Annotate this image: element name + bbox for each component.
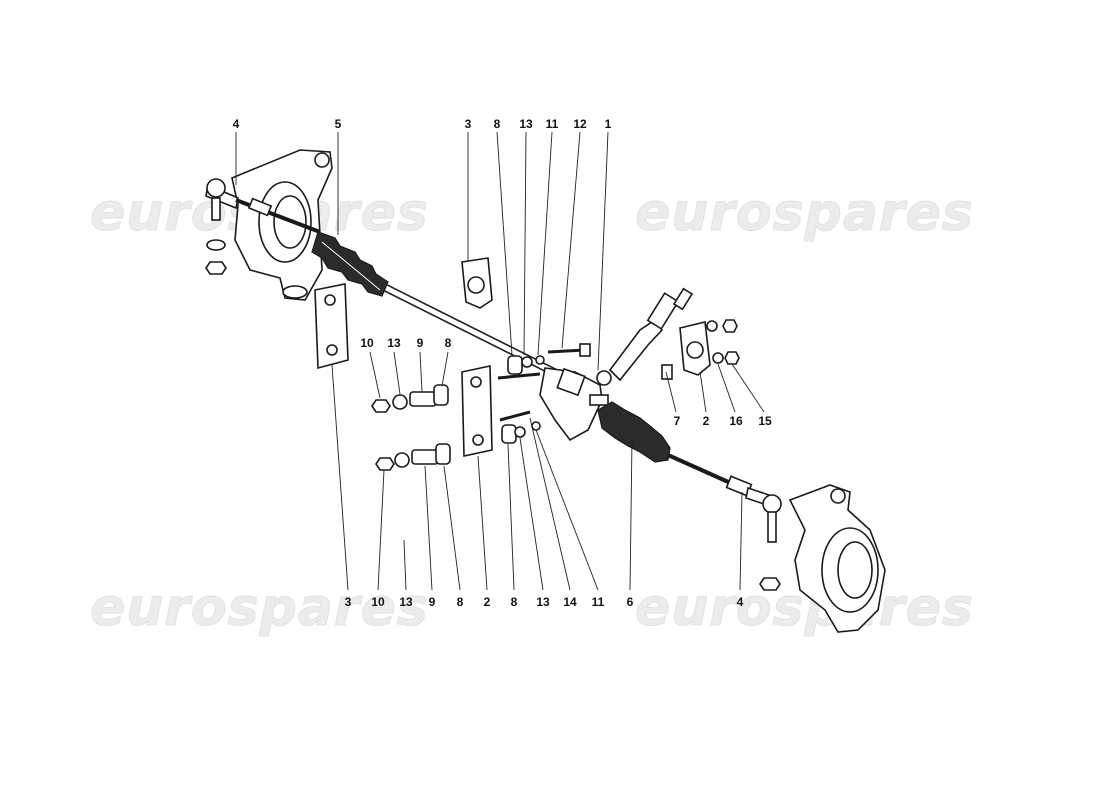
callout-label: 2 [484, 595, 491, 609]
callout-label: 6 [627, 595, 634, 609]
right-clamp-half [679, 321, 711, 376]
callout-label: 10 [371, 595, 385, 609]
watermark-bottom-left: eurospares [90, 578, 429, 638]
left-upper-fastener-stack [371, 384, 449, 413]
watermarks: eurospares eurospares eurospares eurospa… [90, 183, 974, 639]
callout-label: 9 [429, 595, 436, 609]
callout-label: 16 [729, 414, 743, 428]
callout-label: 2 [703, 414, 710, 428]
callout-label: 7 [674, 414, 681, 428]
center-lower-fastener-stack [499, 410, 541, 444]
callout-label: 9 [417, 336, 424, 350]
callout-label: 13 [536, 595, 550, 609]
right-boot-bellows [597, 401, 671, 463]
center-mounting-bracket [461, 365, 493, 457]
callout-label: 8 [494, 117, 501, 131]
callout-label: 11 [592, 595, 605, 609]
callout-label: 5 [335, 117, 342, 131]
callout-label: 8 [511, 595, 518, 609]
callout-label: 12 [573, 117, 587, 131]
leader-lines [235, 131, 765, 591]
watermark-top-right: eurospares [635, 183, 974, 243]
right-fastener-stack [661, 319, 740, 380]
pinion-shaft [608, 287, 694, 382]
right-tie-rod [667, 453, 753, 497]
upper-clamp-half [461, 257, 493, 309]
callout-label: 10 [360, 336, 374, 350]
callout-label: 4 [737, 595, 744, 609]
upper-bolt-set [497, 343, 591, 380]
left-tie-rod-end [205, 178, 239, 275]
callout-label: 1 [605, 117, 612, 131]
callout-label: 8 [445, 336, 452, 350]
callout-label: 13 [519, 117, 533, 131]
steering-gear-housing [539, 367, 612, 442]
callout-label: 14 [563, 595, 577, 609]
right-tie-rod-end [745, 486, 782, 591]
callout-label: 13 [399, 595, 413, 609]
callout-label: 3 [345, 595, 352, 609]
callout-label: 8 [457, 595, 464, 609]
callout-label: 11 [546, 117, 559, 131]
left-steering-knuckle [231, 149, 333, 301]
callout-label: 15 [758, 414, 772, 428]
left-boot-bellows [311, 231, 389, 297]
callout-labels: 4 5 3 8 13 11 12 1 10 13 9 8 7 2 16 15 3… [233, 117, 772, 609]
left-lower-fastener-stack [375, 443, 451, 471]
callout-label: 3 [465, 117, 472, 131]
callout-label: 4 [233, 117, 240, 131]
right-steering-knuckle [788, 484, 886, 633]
left-mounting-bracket [314, 283, 349, 370]
callout-label: 13 [387, 336, 401, 350]
watermark-bottom-right: eurospares [635, 578, 974, 638]
